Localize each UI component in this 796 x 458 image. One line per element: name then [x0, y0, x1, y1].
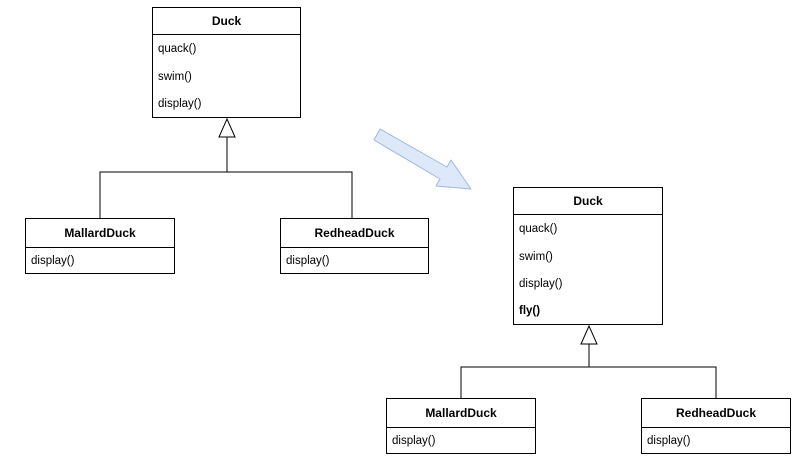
class-name: Duck: [153, 8, 300, 35]
method-quack: quack(): [519, 223, 558, 235]
method-swim: swim(): [519, 250, 553, 263]
class-name: MallardDuck: [26, 219, 174, 248]
method-display: display(): [31, 254, 75, 267]
inheritance-arrowhead-left: [218, 117, 236, 138]
class-name: Duck: [514, 188, 662, 215]
method-display: display(): [158, 97, 202, 110]
redhead-duck-class-before: RedheadDuck display(): [280, 218, 429, 274]
inheritance-branch-right: [460, 366, 717, 398]
class-name: RedheadDuck: [642, 399, 790, 428]
redhead-duck-class-after: RedheadDuck display(): [641, 398, 791, 454]
method-display: display(): [286, 254, 330, 267]
inheritance-arrowhead-right: [580, 324, 598, 345]
method-fly: fly(): [519, 304, 541, 317]
method-display: display(): [519, 277, 563, 290]
inheritance-branch-left: [99, 171, 353, 218]
mallard-duck-class-before: MallardDuck display(): [25, 218, 175, 274]
method-display: display(): [647, 434, 691, 447]
method-quack: quack(): [158, 43, 197, 55]
method-swim: swim(): [158, 70, 192, 83]
duck-class-before: Duck quack() swim() display(): [152, 7, 301, 118]
method-display: display(): [392, 434, 436, 447]
class-name: RedheadDuck: [281, 219, 428, 248]
transition-arrow: [373, 128, 472, 190]
duck-class-after: Duck quack() swim() display() fly(): [513, 187, 663, 325]
class-name: MallardDuck: [387, 399, 535, 428]
mallard-duck-class-after: MallardDuck display(): [386, 398, 536, 454]
